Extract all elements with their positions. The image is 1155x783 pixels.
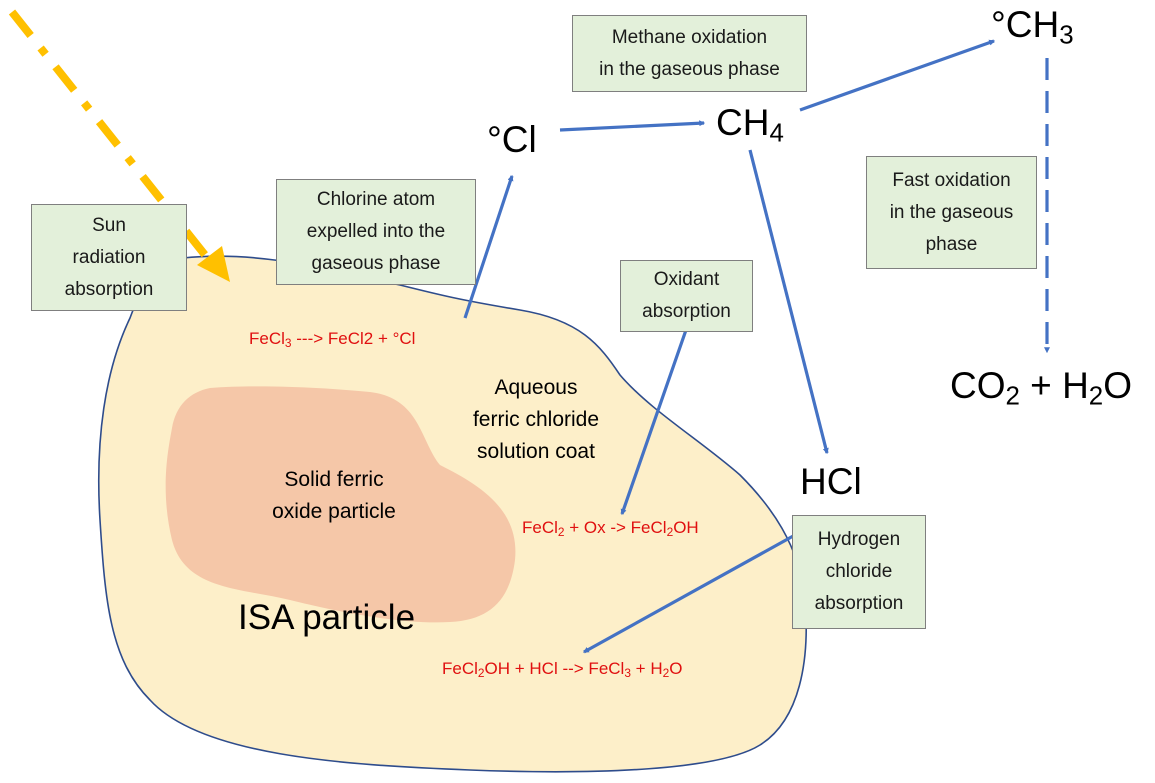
r3-part-a: FeCl [442, 659, 478, 678]
hydrogen-chloride-box: Hydrogen chloride absorption [792, 515, 926, 629]
r2-sub-b: 2 [666, 524, 674, 539]
oxide-core-shape [165, 386, 516, 623]
methyl-formula: °CH [991, 4, 1060, 45]
arrow-ch4-to-hcl [748, 149, 829, 455]
methane-formula: CH [716, 102, 770, 143]
r3-part-e: + H [630, 659, 663, 678]
r3-sub-a: 2 [477, 665, 485, 680]
products-co: CO [950, 365, 1006, 406]
r2-part-e: OH [673, 518, 699, 537]
arrow-cl-to-ch4 [559, 120, 706, 132]
methane-subscript: 4 [769, 119, 784, 148]
methyl-subscript: 3 [1059, 21, 1074, 50]
arrow-hcl-absorption [582, 533, 796, 654]
products-o: O [1103, 365, 1132, 406]
products-label: CO2 + H2O [950, 365, 1132, 411]
r3-part-g: O [669, 659, 683, 678]
oxidant-absorption-box: Oxidant absorption [620, 260, 753, 332]
isa-particle-label: ISA particle [238, 598, 416, 637]
chlorine-radical-label: °Cl [487, 119, 537, 160]
reaction-photolysis: FeCl3 ---> FeCl2 + °Cl [249, 329, 415, 349]
sun-radiation-arrowhead [197, 246, 230, 282]
methane-label: CH4 [716, 102, 784, 148]
arrow-oxidant-absorption [620, 329, 688, 516]
r2-part-a: FeCl [522, 518, 558, 537]
hcl-label: HCl [800, 461, 862, 502]
r3-part-c: OH + HCl --> FeCl [484, 659, 625, 678]
reaction-oxidation: FeCl2 + Ox -> FeCl2OH [522, 518, 699, 538]
products-sub-2: 2 [1088, 382, 1104, 411]
products-plus-h: + H [1019, 365, 1089, 406]
r1-part-a: FeCl [249, 329, 285, 348]
solid-core-label: Solid ferric oxide particle [272, 468, 396, 523]
methyl-radical-label: °CH3 [991, 4, 1074, 50]
r3-sub-c: 2 [662, 665, 670, 680]
aqueous-coat-label: Aqueous ferric chloride solution coat [472, 376, 600, 463]
chlorine-expelled-box: Chlorine atom expelled into the gaseous … [276, 179, 476, 285]
reaction-regeneration: FeCl2OH + HCl --> FeCl3 + H2O [442, 659, 682, 679]
products-sub-1: 2 [1005, 382, 1020, 411]
fast-oxidation-box: Fast oxidation in the gaseous phase [866, 156, 1037, 269]
methane-oxidation-box: Methane oxidation in the gaseous phase [572, 15, 807, 92]
sun-radiation-box: Sun radiation absorption [31, 204, 187, 311]
r2-sub-a: 2 [557, 524, 565, 539]
r2-part-c: + Ox -> FeCl [564, 518, 667, 537]
r1-sub-a: 3 [284, 335, 292, 350]
arrow-cl-expelled [463, 174, 514, 319]
r3-sub-b: 3 [624, 665, 631, 680]
arrow-ch4-to-ch3 [799, 39, 996, 112]
r1-part-c: ---> FeCl2 + °Cl [291, 329, 416, 348]
